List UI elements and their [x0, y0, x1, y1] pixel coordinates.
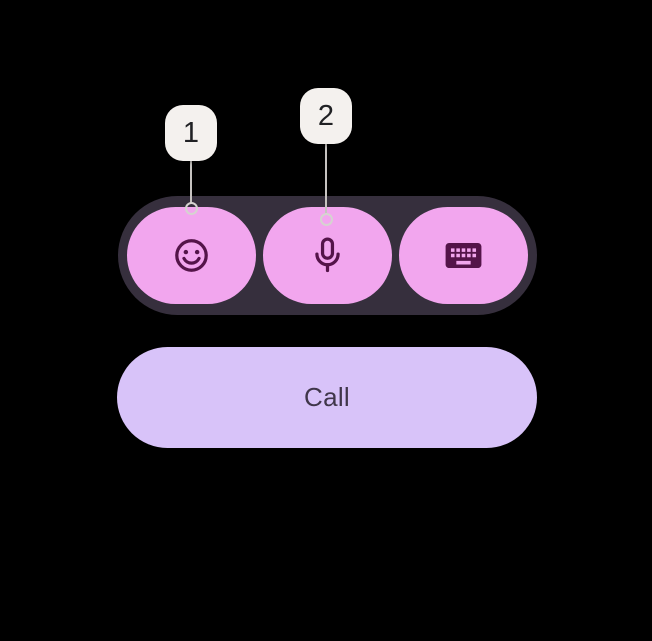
callout-line-1 [190, 159, 192, 203]
emoji-button[interactable] [127, 207, 256, 304]
keyboard-icon [442, 234, 485, 277]
callout-label-2: 2 [317, 99, 335, 132]
call-button[interactable]: Call [117, 347, 537, 448]
callout-ring-1 [185, 202, 198, 215]
microphone-icon [307, 235, 348, 276]
call-button-label: Call [304, 382, 350, 412]
emoji-smile-icon [171, 235, 212, 276]
callout-label-1: 1 [182, 116, 200, 149]
keyboard-button[interactable] [399, 207, 528, 304]
callout-line-2 [325, 142, 327, 214]
callout-badge-2: 2 [300, 88, 352, 144]
callout-badge-1: 1 [165, 105, 217, 161]
callout-ring-2 [320, 213, 333, 226]
